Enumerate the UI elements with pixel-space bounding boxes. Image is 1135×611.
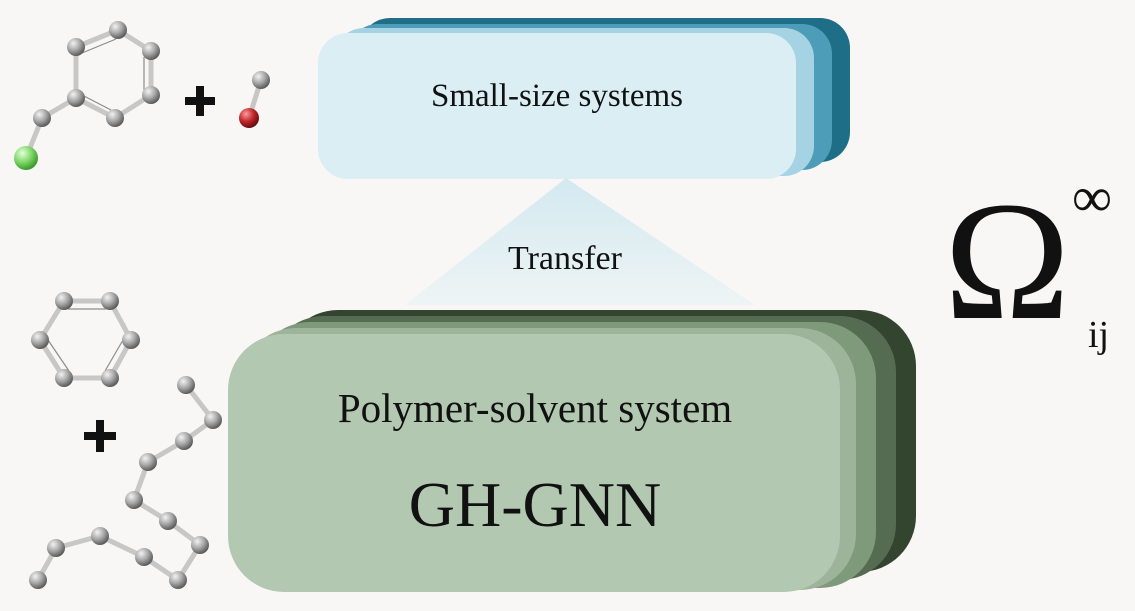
oxygen-atom xyxy=(239,108,259,128)
small-systems-box xyxy=(318,18,850,179)
plus-sign-top xyxy=(185,86,215,116)
model-name-label: GH-GNN xyxy=(408,469,662,540)
polymer-chain xyxy=(29,376,222,589)
small-systems-label: Small-size systems xyxy=(430,78,684,114)
omega-symbol: Ω xyxy=(944,167,1071,355)
benzene-molecule xyxy=(31,292,140,387)
transfer-label: Transfer xyxy=(508,240,622,277)
plus-sign-bottom xyxy=(84,420,116,452)
polymer-system-label: Polymer-solvent system xyxy=(337,385,733,431)
chlorotoluene-molecule xyxy=(14,21,160,170)
transfer-cone xyxy=(405,178,755,305)
polymer-system-box xyxy=(228,310,916,592)
chlorine-atom xyxy=(14,146,38,170)
hydroxyl-fragment xyxy=(239,71,270,128)
omega-superscript: ∞ xyxy=(1072,167,1112,229)
omega-subscript: ij xyxy=(1088,314,1110,356)
